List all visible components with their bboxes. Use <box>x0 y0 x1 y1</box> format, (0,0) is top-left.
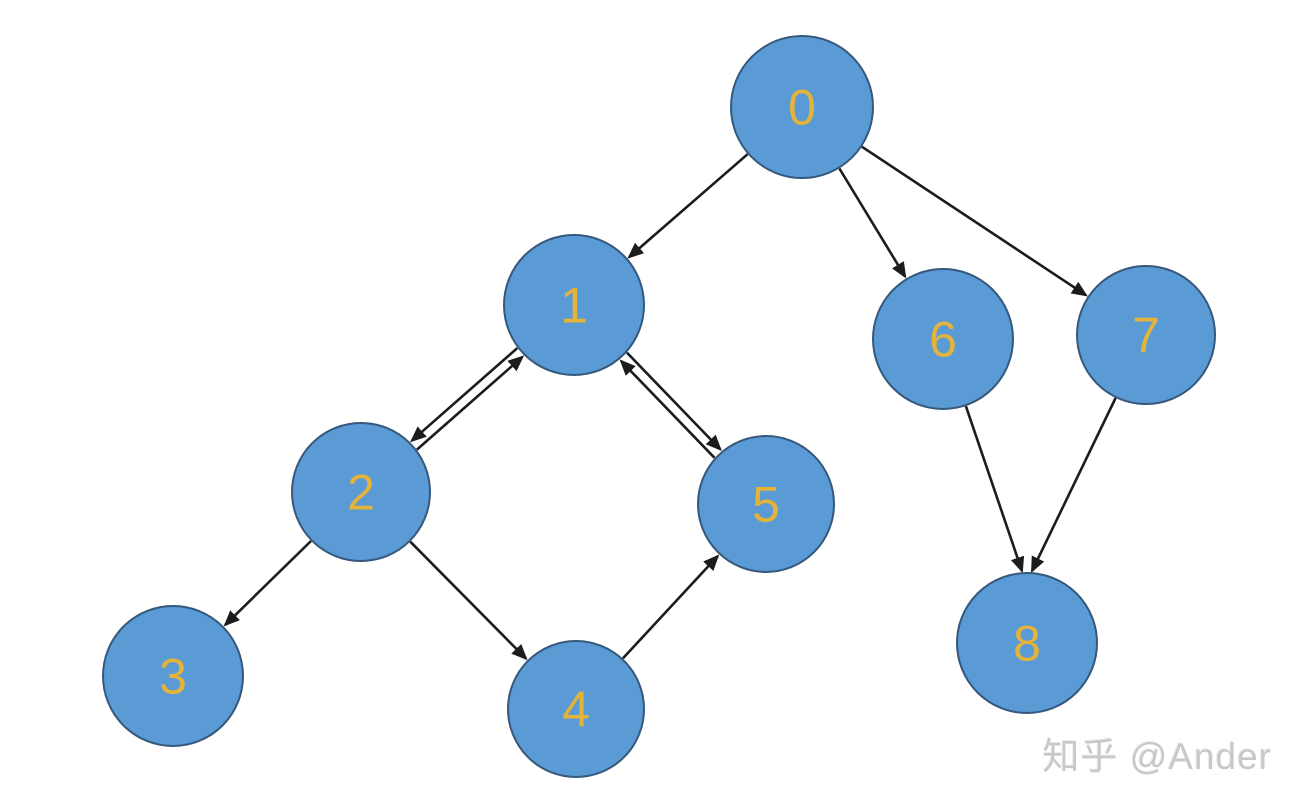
graph-node-7: 7 <box>1076 265 1216 405</box>
graph-node-6: 6 <box>872 268 1014 410</box>
nodes-layer: 0 1 2 3 4 5 6 7 8 <box>102 35 1216 778</box>
graph-node-0: 0 <box>730 35 874 179</box>
node-circle-3 <box>102 605 244 747</box>
node-circle-2 <box>291 422 431 562</box>
edge-2-to-1 <box>416 355 525 451</box>
node-label-5: 5 <box>752 477 780 533</box>
node-label-2: 2 <box>347 465 375 521</box>
node-label-1: 1 <box>560 278 588 334</box>
node-label-6: 6 <box>929 312 957 368</box>
graph-node-8: 8 <box>956 572 1098 714</box>
edge-6-to-8 <box>964 405 1025 574</box>
edge-0-to-1 <box>627 153 749 259</box>
edge-0-to-6 <box>838 167 907 279</box>
edge-0-to-7 <box>861 145 1088 297</box>
edges-layer <box>223 145 1117 661</box>
node-label-3: 3 <box>159 649 187 705</box>
watermark: 知乎 @Ander <box>1042 726 1272 780</box>
edge-7-to-8 <box>1030 397 1117 574</box>
edge-2-to-4 <box>409 540 528 661</box>
node-label-8: 8 <box>1013 616 1041 672</box>
node-label-7: 7 <box>1132 308 1160 364</box>
node-label-4: 4 <box>562 682 590 738</box>
node-circle-4 <box>507 640 645 778</box>
edge-1-to-2 <box>410 347 519 443</box>
node-circle-5 <box>697 435 835 573</box>
node-circle-8 <box>956 572 1098 714</box>
node-circle-7 <box>1076 265 1216 405</box>
edge-4-to-5 <box>621 554 720 660</box>
graph-node-4: 4 <box>507 640 645 778</box>
watermark-text: 知乎 @Ander <box>1042 736 1272 777</box>
graph-node-5: 5 <box>697 435 835 573</box>
graph-node-2: 2 <box>291 422 431 562</box>
graph-node-1: 1 <box>503 234 645 376</box>
edge-2-to-3 <box>223 540 312 627</box>
node-circle-6 <box>872 268 1014 410</box>
node-circle-0 <box>730 35 874 179</box>
node-label-0: 0 <box>788 80 816 136</box>
edge-1-to-5 <box>625 351 722 452</box>
graph-node-3: 3 <box>102 605 244 747</box>
edge-5-to-1 <box>619 359 716 459</box>
node-circle-1 <box>503 234 645 376</box>
